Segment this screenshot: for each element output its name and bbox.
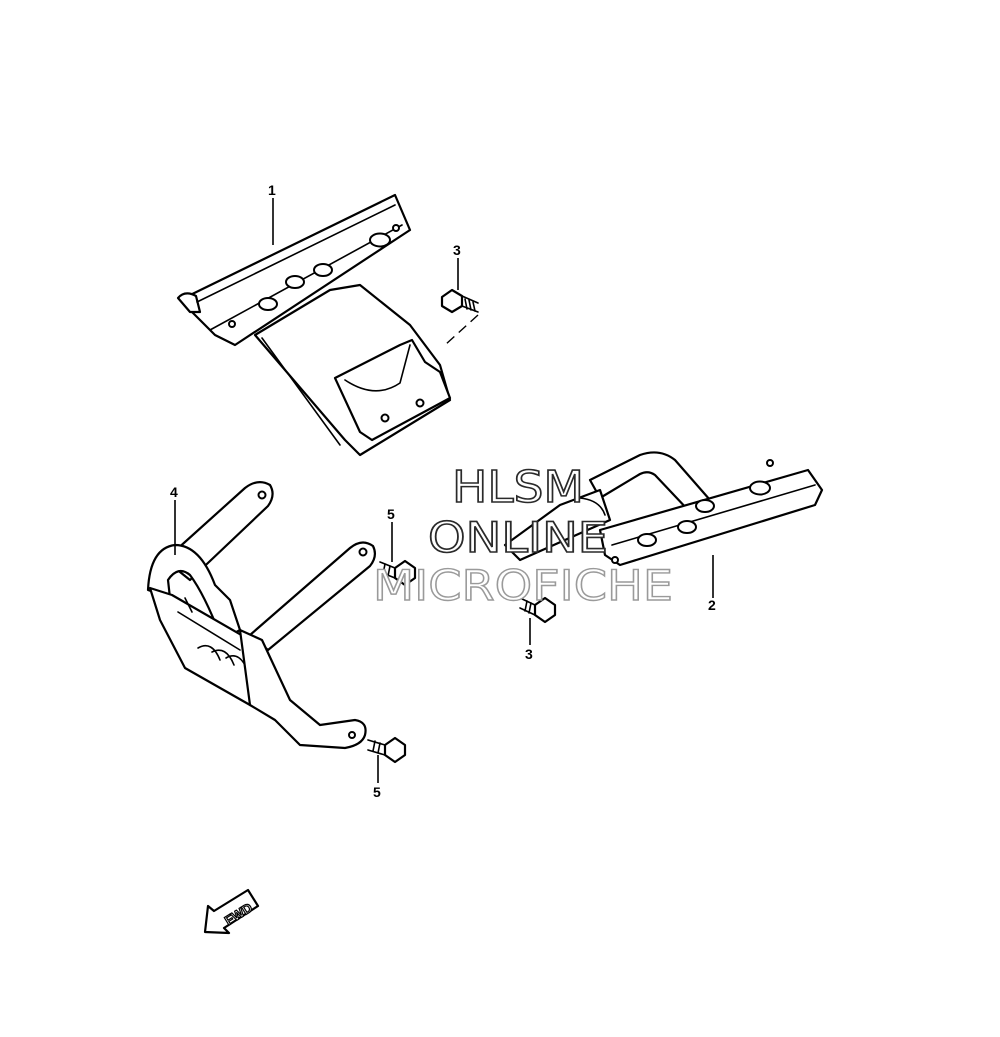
callout-1: 1: [268, 182, 276, 198]
watermark-line-3: MICROFICHE: [373, 561, 673, 610]
callout-2: 2: [708, 597, 716, 613]
part-3-bolt-top[interactable]: [440, 288, 479, 314]
part-3-bolt-bottom[interactable]: [519, 596, 557, 624]
leader-lines: [174, 198, 714, 783]
callout-5-top: 5: [387, 506, 395, 522]
fwd-arrow: FWD: [203, 888, 260, 935]
part-2-carrier-bracket[interactable]: [503, 451, 824, 567]
watermark-line-2: ONLINE: [428, 513, 608, 562]
callout-5-bottom: 5: [373, 784, 381, 800]
part-5-bolt-top[interactable]: [379, 559, 417, 587]
part-4-front-guard[interactable]: [146, 481, 377, 750]
fwd-arrow-icon: [203, 888, 260, 935]
watermark-line-1: HLSM: [452, 462, 584, 513]
watermark: HLSM ONLINE MICROFICHE: [372, 461, 673, 611]
part-1-carrier-bracket[interactable]: [176, 193, 452, 457]
callout-4: 4: [170, 484, 178, 500]
alignment-line: [444, 314, 479, 346]
callout-3-bottom: 3: [525, 646, 533, 662]
callout-3-top: 3: [453, 242, 461, 258]
part-5-bolt-bottom[interactable]: [367, 736, 407, 764]
